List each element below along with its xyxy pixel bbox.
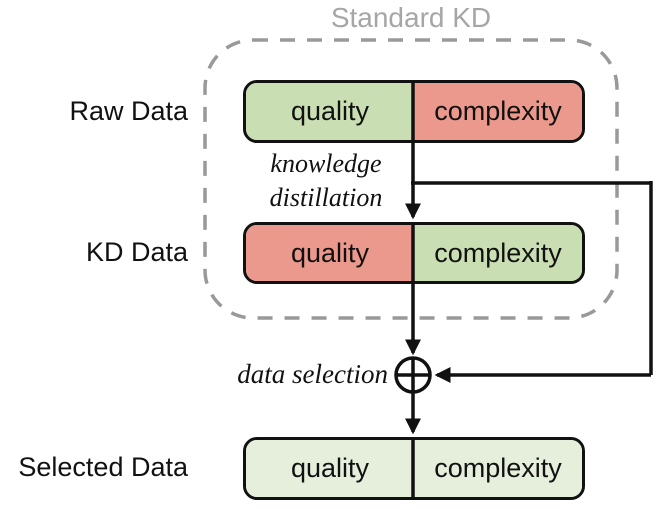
selected-data-quality-cell: quality bbox=[246, 440, 414, 497]
selected-data-label: Selected Data bbox=[18, 452, 188, 482]
knowledge-distillation-annotation: knowledge distillation bbox=[269, 149, 383, 212]
kd-data-complexity-cell: complexity bbox=[414, 225, 582, 281]
kd-data-box: quality complexity bbox=[243, 222, 585, 284]
standard-kd-title: Standard KD bbox=[330, 2, 492, 33]
circle-plus-icon bbox=[394, 356, 432, 394]
kd-data-label: KD Data bbox=[85, 237, 188, 267]
selected-data-box: quality complexity bbox=[243, 437, 585, 500]
raw-data-label: Raw Data bbox=[69, 96, 188, 126]
selected-data-complexity-cell: complexity bbox=[414, 440, 582, 497]
data-selection-annotation: data selection bbox=[237, 359, 388, 389]
raw-data-box: quality complexity bbox=[243, 80, 585, 143]
raw-data-complexity-cell: complexity bbox=[414, 83, 582, 140]
kd-data-quality-cell: quality bbox=[246, 225, 414, 281]
raw-data-quality-cell: quality bbox=[246, 83, 414, 140]
